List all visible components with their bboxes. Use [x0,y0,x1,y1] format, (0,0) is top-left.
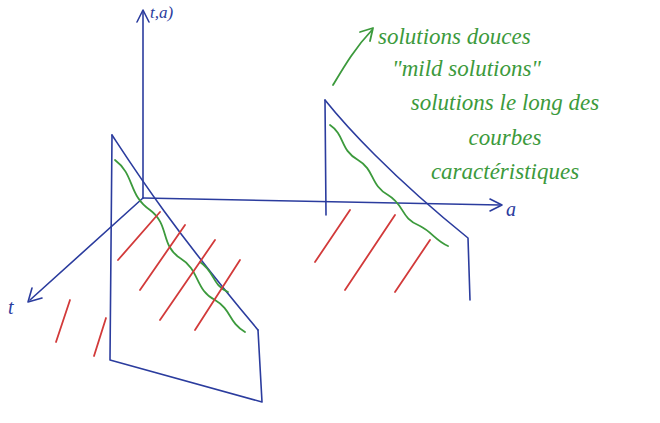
annotation: solutions douces [378,20,578,55]
axis-label: a [506,194,536,224]
axes [28,10,502,302]
profile-slice [325,100,470,300]
annotation: "mild solutions" [392,52,592,87]
annotation: solutions le long des courbes caractéris… [395,86,615,190]
axis-label: t [8,292,38,322]
profile-slice [110,135,262,402]
axis-label: t,a) [150,0,210,26]
characteristic-line [56,210,430,356]
